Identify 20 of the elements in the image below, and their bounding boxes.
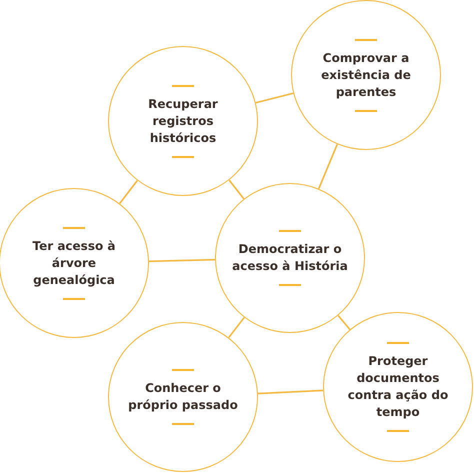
circle-node bbox=[215, 183, 365, 333]
node-label: Recuperar registros históricos bbox=[147, 96, 219, 146]
node-label: Conhecer o próprio passado bbox=[127, 380, 239, 414]
circle-node bbox=[0, 188, 149, 338]
connector-line bbox=[119, 180, 138, 204]
circle-node bbox=[108, 322, 258, 472]
circle-node bbox=[291, 0, 441, 150]
connector-line bbox=[318, 144, 338, 190]
circle-node bbox=[323, 312, 473, 462]
circle-node bbox=[108, 46, 258, 196]
connector-line bbox=[228, 180, 244, 200]
connector-line bbox=[228, 316, 245, 338]
connector-line bbox=[148, 258, 216, 262]
node-label: Comprovar a existência de parentes bbox=[320, 50, 412, 100]
connector-line bbox=[338, 315, 350, 330]
connector-line bbox=[258, 390, 324, 394]
node-label: Democratizar o acesso à História bbox=[231, 241, 349, 275]
connector-line bbox=[256, 92, 294, 104]
node-label: Ter acesso à árvore genealógica bbox=[32, 238, 116, 288]
node-label: Proteger documentos contra ação do tempo bbox=[346, 353, 450, 421]
